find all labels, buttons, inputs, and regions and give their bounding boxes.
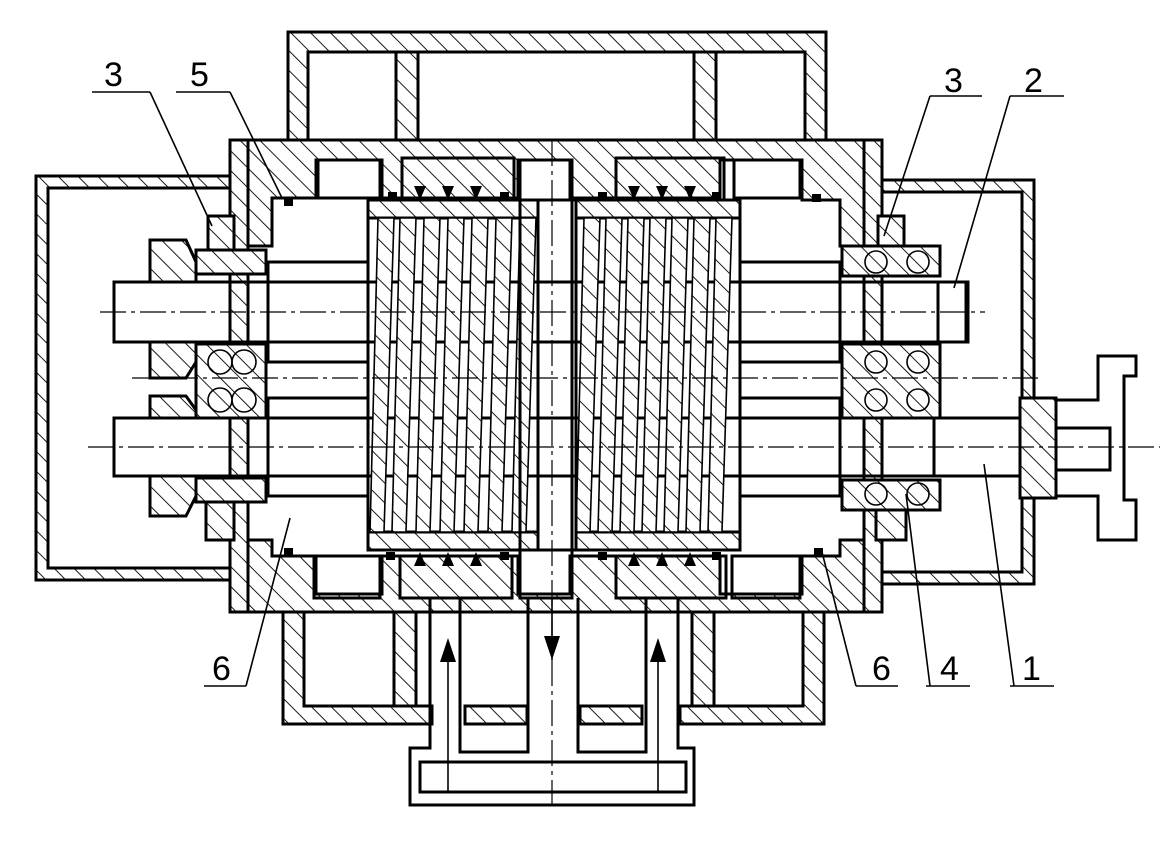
- arrow-up-icon: [650, 638, 666, 662]
- arrow-up-icon: [442, 552, 454, 566]
- arrow-down-icon: [544, 636, 560, 660]
- part-labels: 3 5 3 2 6 6 4 1: [104, 56, 1043, 688]
- right-coupling: [1018, 354, 1138, 542]
- arrow-down-icon: [414, 186, 426, 200]
- arrow-up-icon: [656, 552, 668, 566]
- label-part-3-left: 3: [104, 56, 123, 94]
- label-part-5: 5: [190, 56, 209, 94]
- center-divider: [518, 158, 578, 600]
- left-gears: [148, 238, 198, 518]
- upper-casing: [286, 30, 828, 142]
- arrow-up-icon: [684, 552, 696, 566]
- label-part-4: 4: [940, 650, 959, 688]
- bearings-right: [840, 244, 942, 512]
- label-part-6-right: 6: [872, 650, 891, 688]
- arrow-up-icon: [414, 552, 426, 566]
- arrow-up-icon: [440, 638, 456, 662]
- arrow-down-icon: [656, 186, 668, 200]
- right-rotor: [574, 186, 742, 566]
- arrow-down-icon: [442, 186, 454, 200]
- label-part-2: 2: [1024, 62, 1043, 100]
- lower-casing: [281, 610, 826, 726]
- label-part-6-left: 6: [212, 650, 231, 688]
- arrow-up-icon: [628, 552, 640, 566]
- left-rotor: [366, 186, 540, 566]
- bearings-left: [194, 248, 268, 504]
- label-part-3-right: 3: [944, 62, 963, 100]
- arrow-up-icon: [470, 552, 482, 566]
- end-flanges: [204, 138, 908, 614]
- arrow-down-icon: [628, 186, 640, 200]
- label-part-1: 1: [1022, 650, 1041, 688]
- arrow-down-icon: [470, 186, 482, 200]
- housing-upper: [230, 138, 880, 248]
- seals: [284, 192, 823, 560]
- leader-lines: [92, 91, 1064, 687]
- center-lines: [88, 140, 1160, 810]
- arrow-down-icon: [684, 186, 696, 200]
